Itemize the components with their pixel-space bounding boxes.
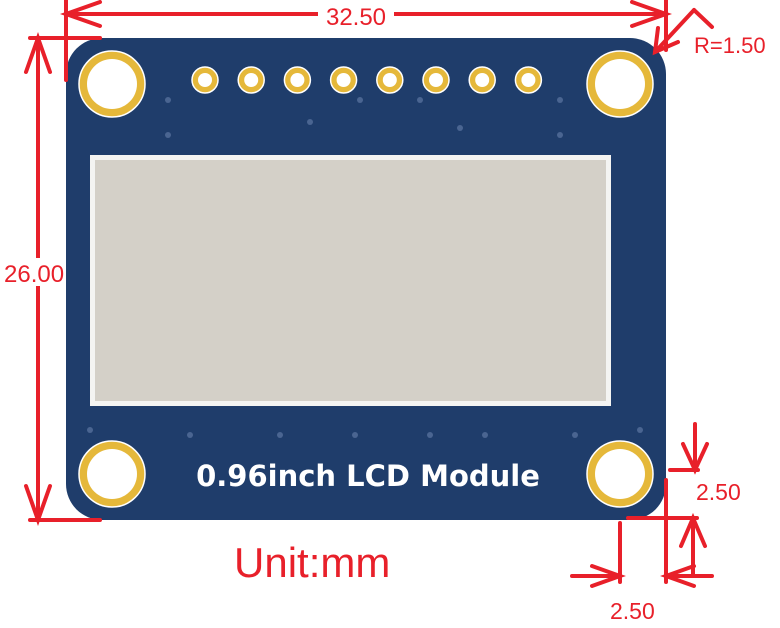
via: [307, 119, 313, 125]
mounting-holes: [78, 50, 654, 508]
height-dimension: 26.00: [4, 261, 64, 288]
via: [277, 432, 283, 438]
pin-hole: [336, 73, 351, 87]
hole-offset-vertical: 2.50: [696, 479, 741, 505]
header-pins: [191, 66, 543, 94]
mounting-hole: [87, 449, 137, 499]
via: [352, 432, 358, 438]
pin-hole: [290, 73, 305, 87]
via: [557, 97, 563, 103]
pin-hole: [244, 73, 259, 87]
corner-radius-dimension: R=1.50: [694, 33, 766, 58]
via: [637, 427, 643, 433]
via: [457, 125, 463, 131]
pin-hole: [429, 73, 443, 87]
mounting-hole: [595, 59, 645, 109]
via: [427, 432, 433, 438]
hole-offset-horizontal: 2.50: [610, 598, 655, 624]
pin-hole: [475, 73, 490, 87]
width-dimension: 32.50: [326, 4, 386, 31]
via: [417, 97, 423, 103]
via: [572, 432, 578, 438]
via: [165, 97, 171, 103]
mounting-hole: [87, 59, 137, 109]
via: [357, 97, 363, 103]
lcd-screen: [95, 160, 606, 401]
pin-hole: [198, 73, 212, 87]
via: [87, 427, 93, 433]
pin-hole: [382, 73, 397, 87]
pcb-board: 0.96inch LCD Module: [66, 38, 666, 520]
mounting-hole: [595, 449, 645, 499]
via: [165, 132, 171, 138]
silkscreen-label: 0.96inch LCD Module: [196, 459, 540, 493]
via: [187, 432, 193, 438]
width-label-bg: [318, 3, 394, 29]
via: [557, 132, 563, 138]
pin-hole: [521, 73, 536, 87]
unit-label: Unit:mm: [234, 539, 390, 586]
via: [482, 432, 488, 438]
height-label-bg: [4, 258, 66, 286]
